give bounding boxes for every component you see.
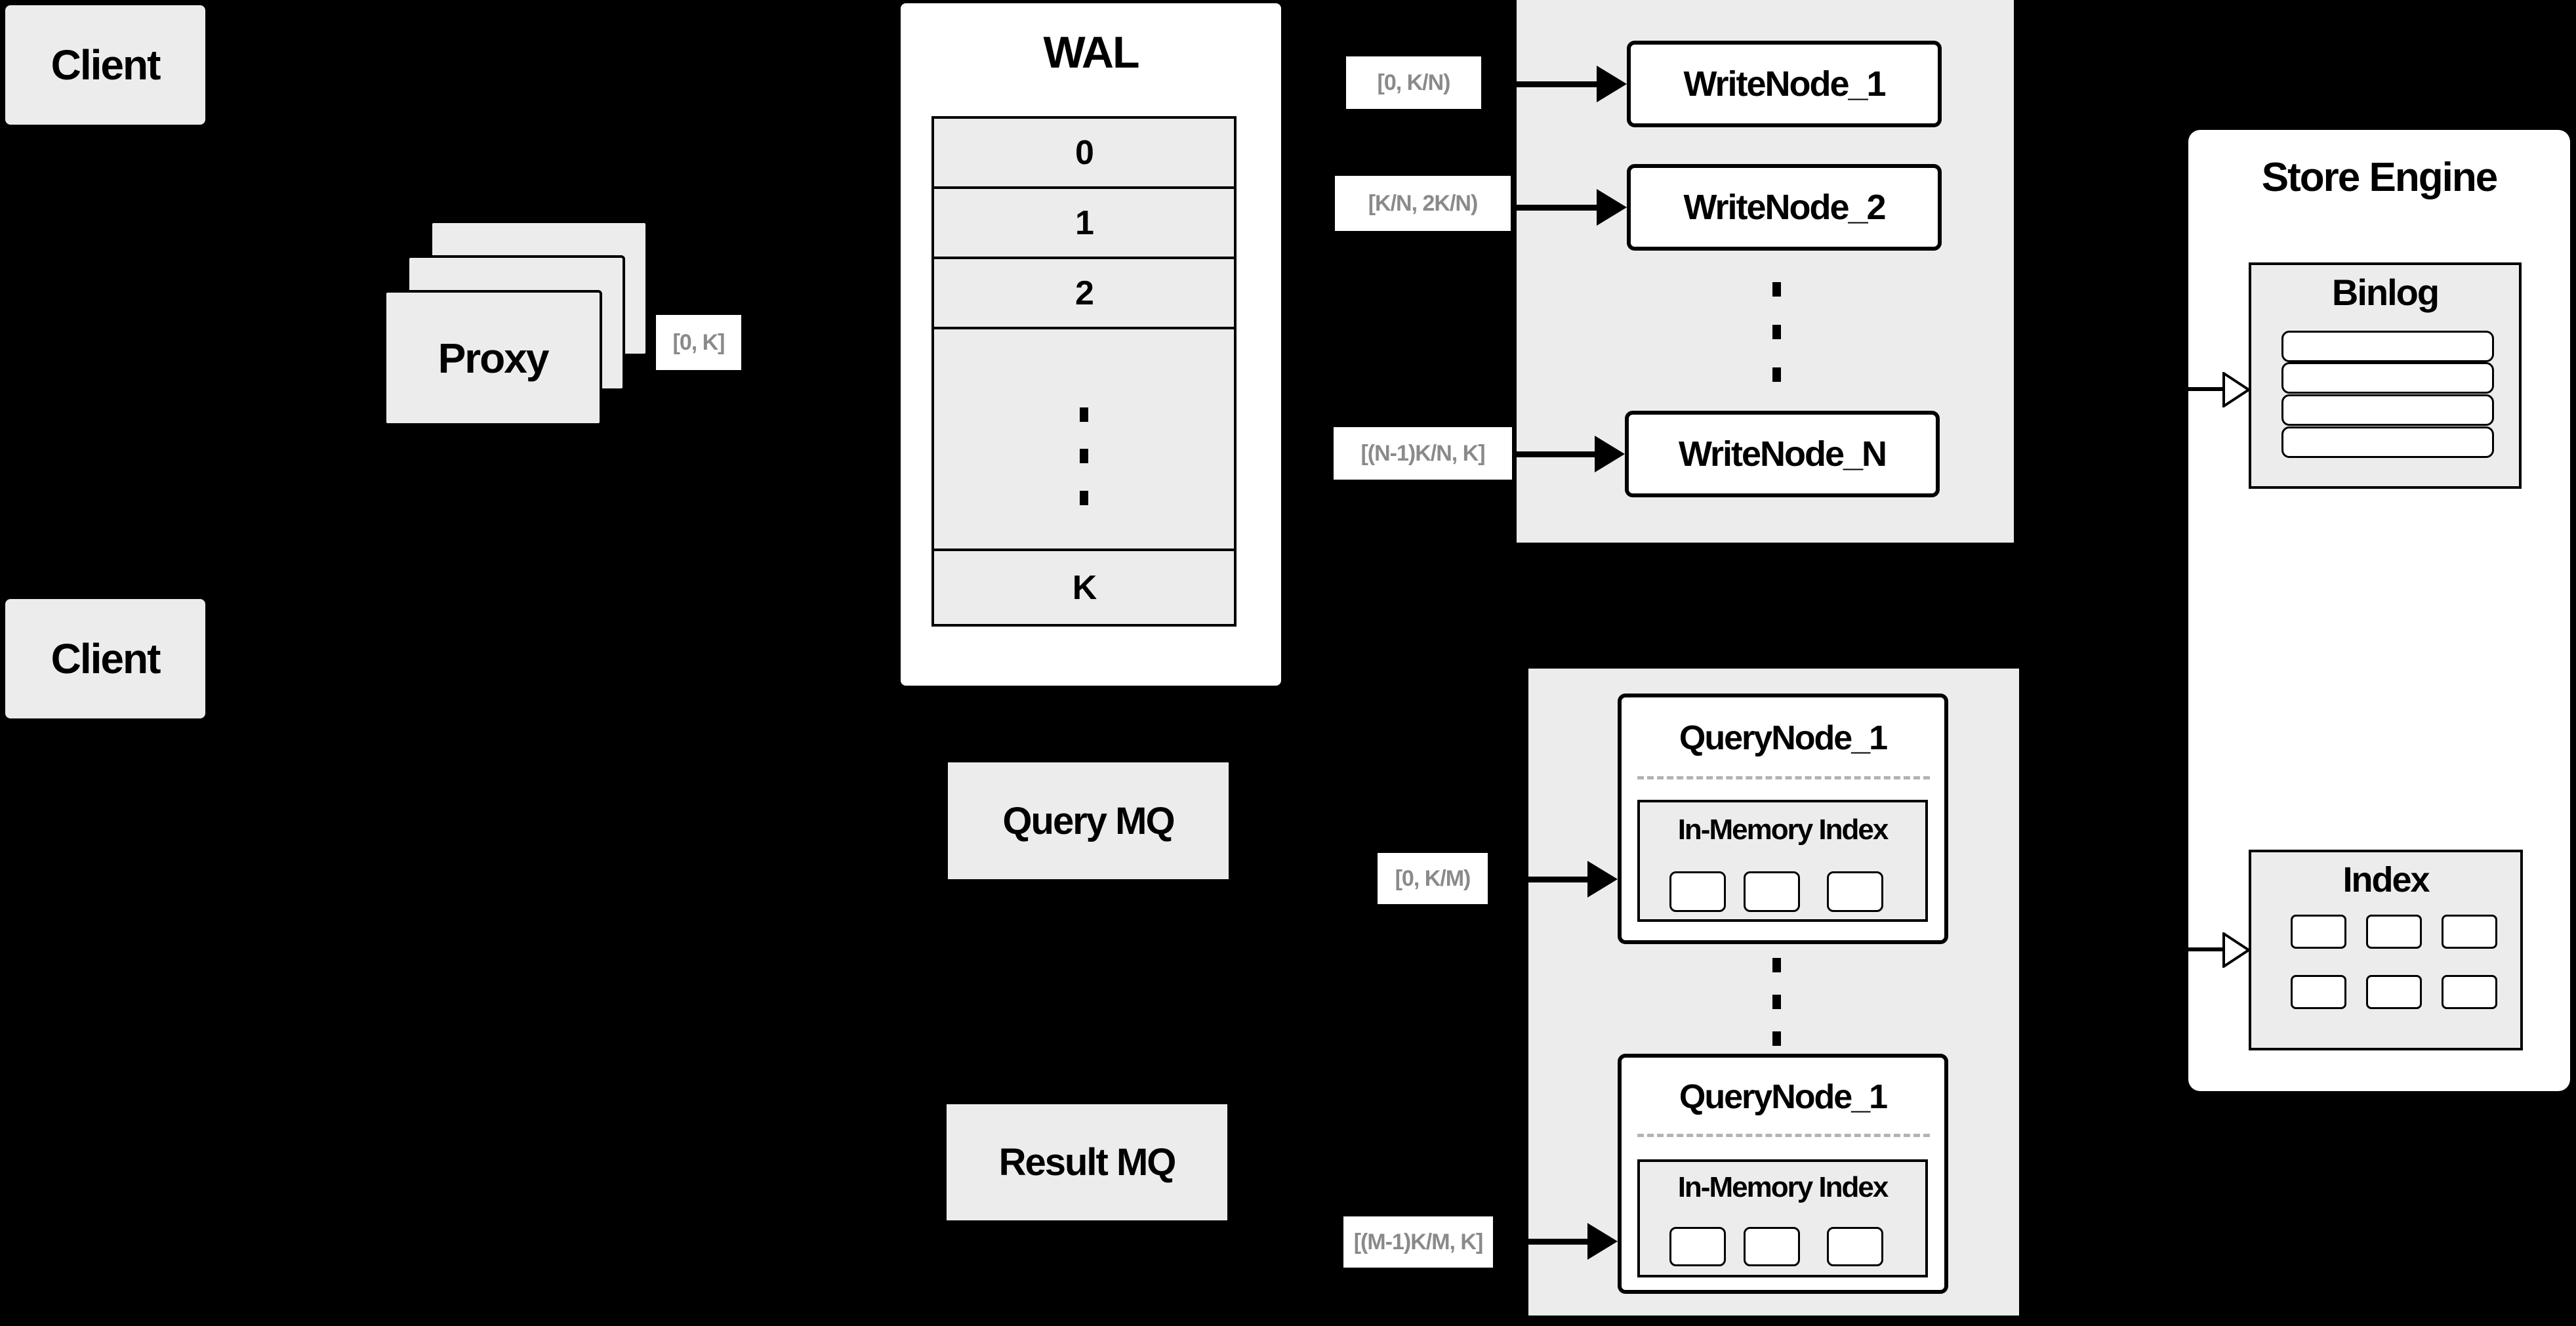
binlog-title: Binlog [2331,271,2440,313]
index-cell [2366,975,2422,1009]
arrow-line-index [2188,947,2225,951]
arrow-head-writenode-1 [1597,66,1627,102]
index-cell [2291,975,2346,1009]
arrow-head-writenode-2 [1597,189,1627,226]
range-label-proxy-text: [0, K] [672,329,726,355]
arrow-line-writenode-n [1512,451,1596,457]
wal-title: WAL [1043,28,1139,77]
range-label-querynode-2-text: [(M-1)K/M, K] [1353,1229,1484,1254]
wal-segment-0: 0 [934,119,1234,189]
store-engine-title: Store Engine [2261,154,2498,200]
in-memory-index-1-title-wrap: In-Memory Index [1637,810,1928,850]
query-node-2-title: QueryNode_1 [1679,1078,1888,1116]
arrow-head-binlog [2222,372,2250,407]
arrow-head-index [2222,932,2250,968]
binlog-row [2281,362,2494,394]
index-cell [2442,975,2497,1009]
arrow-head-querynode-1 [1587,861,1618,898]
dashed-divider [1637,1134,1930,1137]
query-mq-box: Query MQ [948,762,1229,879]
arrow-head-querynode-2 [1587,1223,1618,1260]
client-top-box: Client [5,5,205,125]
range-label-querynode-1: [0, K/M) [1378,853,1488,904]
wal-title-wrap: WAL [901,23,1281,82]
wal-segment-2: 2 [934,259,1234,329]
index-title-wrap: Index [2249,857,2523,903]
write-node-n-label: WriteNode_N [1678,434,1887,474]
proxy-card-front: Proxy [384,290,602,426]
range-label-proxy: [0, K] [656,315,741,370]
memory-segment [1744,1227,1800,1266]
vertical-ellipsis-dot [1080,407,1088,422]
range-label-writenode-1-text: [0, K/N) [1377,70,1451,95]
client-top-label: Client [51,41,161,89]
index-title: Index [2342,860,2430,900]
memory-segment [1827,871,1883,912]
proxy-label: Proxy [438,334,550,382]
query-node-2-title-wrap: QueryNode_1 [1618,1071,1948,1123]
vertical-ellipsis-dot [1772,1031,1781,1046]
arrow-line-writenode-1 [1482,81,1598,87]
query-mq-label: Query MQ [1002,799,1175,842]
arrow-line-writenode-2 [1512,205,1598,211]
in-memory-index-2-title: In-Memory Index [1677,1171,1889,1203]
arrow-line-binlog [2188,387,2225,391]
index-cell [2366,915,2422,949]
wal-segment-1-label: 1 [1075,203,1094,242]
range-label-writenode-2: [K/N, 2K/N) [1335,176,1511,231]
range-label-writenode-n: [(N-1)K/N, K] [1334,427,1512,480]
wal-segment-k-label: K [1072,568,1097,607]
binlog-row [2281,331,2494,362]
client-bottom-box: Client [5,599,205,718]
result-mq-box: Result MQ [947,1104,1227,1220]
binlog-row [2281,426,2494,458]
write-node-2-label: WriteNode_2 [1683,188,1886,227]
write-node-1-label: WriteNode_1 [1683,64,1886,104]
arrow-head-writenode-n [1595,436,1625,472]
store-engine-title-wrap: Store Engine [2188,150,2570,205]
write-node-1: WriteNode_1 [1627,41,1942,127]
vertical-ellipsis-dot [1772,995,1781,1009]
vertical-ellipsis-dot [1080,491,1088,505]
range-label-writenode-1: [0, K/N) [1346,56,1481,109]
client-bottom-label: Client [51,635,161,682]
arrow-line-querynode-1 [1489,877,1587,882]
range-label-writenode-2-text: [K/N, 2K/N) [1368,190,1479,216]
memory-segment [1744,871,1800,912]
in-memory-index-2-title-wrap: In-Memory Index [1637,1169,1928,1207]
range-label-writenode-n-text: [(N-1)K/N, K] [1360,440,1485,466]
write-node-2: WriteNode_2 [1627,164,1942,251]
arrow-line-querynode-2 [1494,1239,1587,1245]
wal-segment-1: 1 [934,189,1234,259]
wal-segment-k: K [934,551,1234,624]
write-node-n: WriteNode_N [1625,411,1940,497]
range-label-querynode-2: [(M-1)K/M, K] [1343,1216,1493,1268]
vertical-ellipsis-dot [1080,449,1088,463]
wal-segment-table: 0 1 2 K [931,116,1237,627]
vertical-ellipsis-dot [1772,958,1781,972]
memory-segment [1669,871,1726,912]
in-memory-index-1-title: In-Memory Index [1677,814,1889,846]
result-mq-label: Result MQ [998,1141,1177,1184]
wal-segment-ellipsis [934,329,1234,551]
dashed-divider [1637,776,1930,779]
wal-segment-0-label: 0 [1075,133,1094,172]
query-node-1-title-wrap: QueryNode_1 [1618,712,1948,764]
index-cell [2291,915,2346,949]
vertical-ellipsis-dot [1772,367,1781,382]
memory-segment [1827,1227,1883,1266]
range-label-querynode-1-text: [0, K/M) [1395,865,1471,891]
binlog-title-wrap: Binlog [2249,268,2522,316]
query-node-1-title: QueryNode_1 [1679,719,1888,757]
memory-segment [1669,1227,1726,1266]
binlog-row [2281,394,2494,426]
vertical-ellipsis-dot [1772,325,1781,339]
index-cell [2442,915,2497,949]
index-box [2249,850,2523,1050]
wal-segment-2-label: 2 [1075,274,1094,312]
vertical-ellipsis-dot [1772,282,1781,297]
